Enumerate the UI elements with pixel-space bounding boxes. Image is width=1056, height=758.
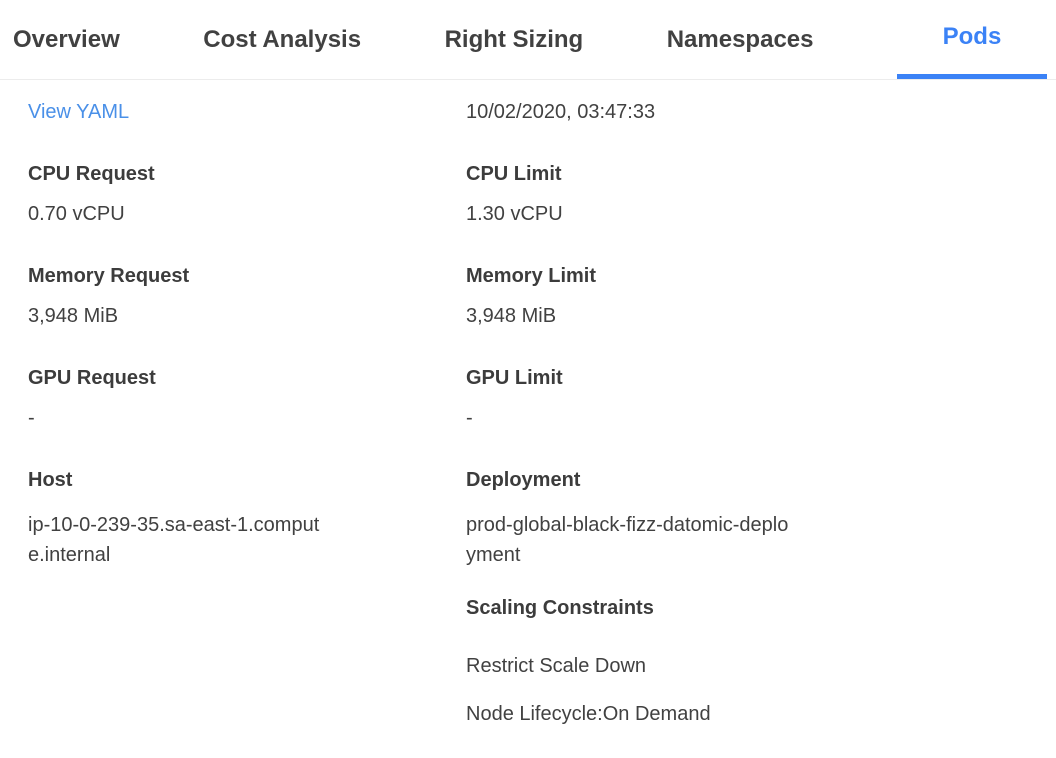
tab-right-sizing[interactable]: Right Sizing	[444, 25, 584, 53]
pod-timestamp: 10/02/2020, 03:47:33	[466, 101, 656, 123]
view-yaml-link[interactable]: View YAML	[28, 101, 130, 123]
field-label: GPU Request	[28, 367, 156, 389]
host-link[interactable]: ip-10-0-239-35.sa-east-1.compute.interna…	[28, 514, 320, 566]
field-label: Host	[28, 469, 73, 491]
field-label: CPU Request	[28, 163, 155, 185]
pod-details-panel: View YAML CPU Request 0.70 vCPU Memory R…	[0, 80, 1056, 752]
scaling-constraints-section: Scaling Constraints Restrict Scale Down …	[466, 598, 1056, 725]
tab-cost-analysis[interactable]: Cost Analysis	[203, 25, 362, 53]
field-gpu-limit: GPU Limit -	[466, 368, 1056, 429]
field-value: 1.30 vCPU	[466, 203, 563, 225]
field-deployment: Deployment prod-global-black-fizz-datomi…	[466, 470, 1056, 570]
tab-namespaces[interactable]: Namespaces	[666, 25, 814, 53]
field-value: -	[466, 407, 473, 429]
field-value: 3,948 MiB	[28, 305, 119, 327]
field-value: -	[28, 407, 35, 429]
field-label: Memory Request	[28, 265, 190, 287]
field-label: Memory Limit	[466, 265, 597, 287]
field-host: Host ip-10-0-239-35.sa-east-1.compute.in…	[28, 470, 466, 570]
field-gpu-request: GPU Request -	[28, 368, 466, 429]
field-label: Deployment	[466, 469, 581, 491]
tab-pods[interactable]: Pods	[896, 0, 1047, 79]
tab-bar: Overview Cost Analysis Right Sizing Name…	[0, 0, 1056, 80]
scaling-constraint-item: Node Lifecycle:On Demand	[466, 703, 711, 725]
field-cpu-request: CPU Request 0.70 vCPU	[28, 164, 466, 225]
field-label: CPU Limit	[466, 163, 562, 185]
scaling-constraint-item: Restrict Scale Down	[466, 655, 647, 677]
details-left-column: View YAML CPU Request 0.70 vCPU Memory R…	[28, 102, 466, 752]
details-right-column: 10/02/2020, 03:47:33 CPU Limit 1.30 vCPU…	[466, 102, 1056, 752]
field-value: 0.70 vCPU	[28, 203, 125, 225]
deployment-link[interactable]: prod-global-black-fizz-datomic-deploymen…	[466, 514, 789, 566]
field-cpu-limit: CPU Limit 1.30 vCPU	[466, 164, 1056, 225]
field-value: 3,948 MiB	[466, 305, 557, 327]
field-memory-request: Memory Request 3,948 MiB	[28, 266, 466, 327]
tab-overview[interactable]: Overview	[13, 25, 120, 53]
field-label: GPU Limit	[466, 367, 563, 389]
field-memory-limit: Memory Limit 3,948 MiB	[466, 266, 1056, 327]
scaling-constraints-label: Scaling Constraints	[466, 597, 654, 619]
